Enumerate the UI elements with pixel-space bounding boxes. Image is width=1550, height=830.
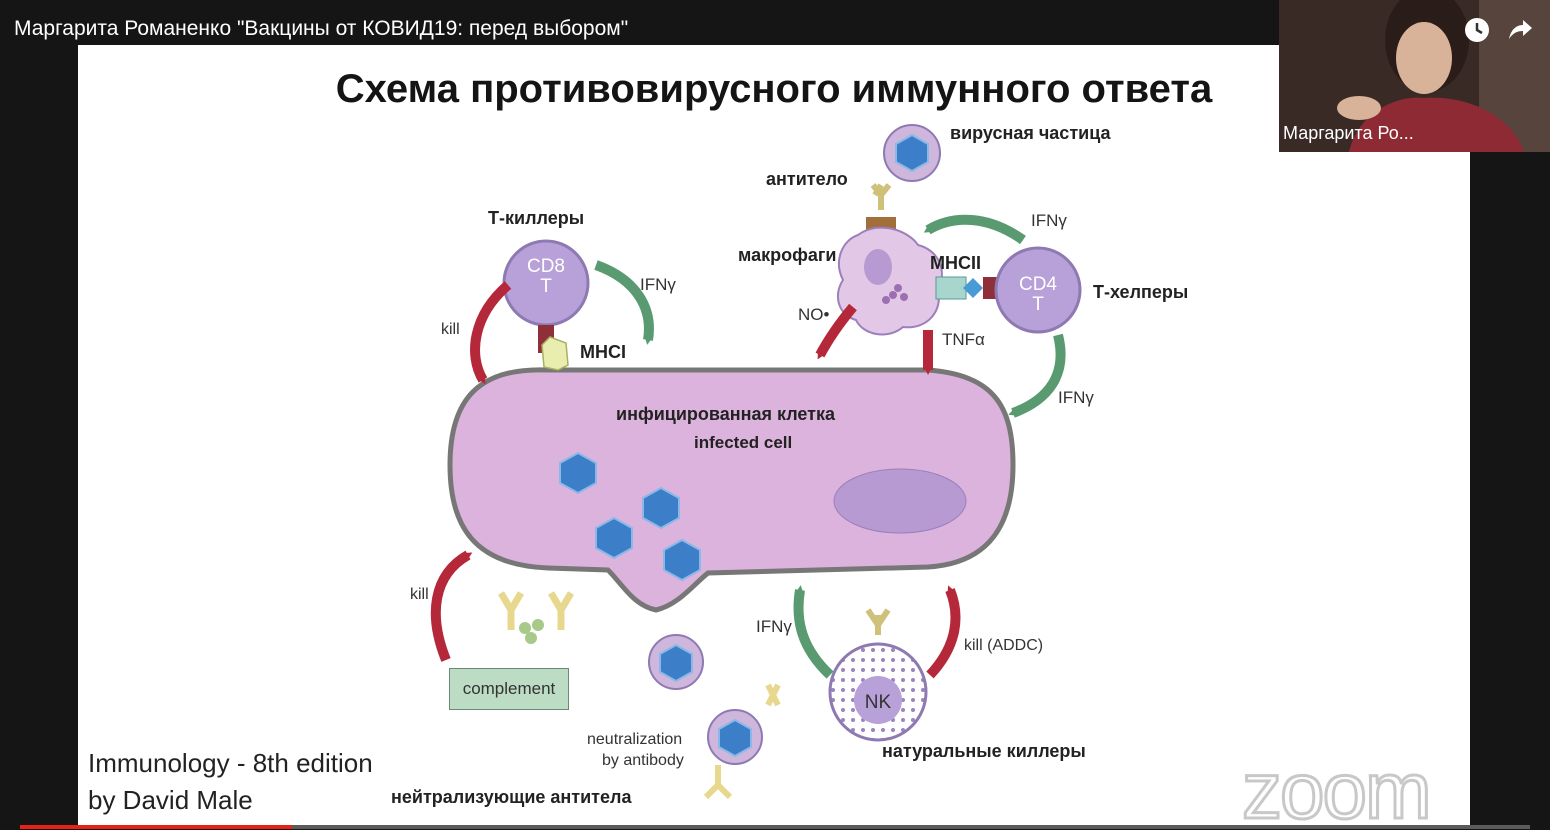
virus-inside-4 xyxy=(663,538,701,582)
label-mhci: MHCI xyxy=(580,342,626,362)
macrophage-nucleus xyxy=(864,249,892,285)
label-by-antibody: by antibody xyxy=(602,752,684,769)
source-line-2: by David Male xyxy=(88,785,253,815)
label-mhcii: MHCII xyxy=(930,253,981,273)
label-ifng-left: IFNγ xyxy=(640,275,676,294)
kill-arrow-complement xyxy=(430,550,473,662)
label-t-helpers: Т-хелперы xyxy=(1093,282,1189,302)
label-infected-cell-ru: инфицированная клетка xyxy=(616,404,836,424)
antibody-neutralizing-2 xyxy=(703,765,733,800)
label-natural-killers: натуральные киллеры xyxy=(882,741,1086,761)
label-kill-left: kill xyxy=(441,321,460,338)
complement-box: complement xyxy=(449,668,569,710)
kill-arrow-nk xyxy=(926,585,961,679)
share-arrow-icon[interactable] xyxy=(1503,14,1535,46)
virus-free-2 xyxy=(707,709,763,765)
antigen-peptide xyxy=(963,278,983,298)
label-neutralization: neutralization xyxy=(587,731,683,748)
antibody-neutralizing-1 xyxy=(765,683,781,707)
complement-proteins xyxy=(519,619,544,644)
mhcii-molecule xyxy=(935,276,967,300)
ifng-arrow-cd4-mac xyxy=(923,214,1026,245)
no-arrow xyxy=(815,303,857,360)
ifng-arrow-cd8 xyxy=(594,260,654,345)
cd4-t-cell xyxy=(994,246,1082,334)
label-virus-particle: вирусная частица xyxy=(950,123,1111,143)
zoom-watermark: zoom xyxy=(1241,745,1434,826)
kill-arrow-cd8 xyxy=(470,281,512,385)
cell-nucleus xyxy=(833,468,967,534)
video-progress-bar[interactable] xyxy=(20,825,1530,829)
label-ifng-right: IFNγ xyxy=(1058,388,1094,407)
label-kill-bottom: kill xyxy=(410,586,429,603)
label-ifng-bottom: IFNγ xyxy=(756,617,792,636)
label-tnfa: TNFα xyxy=(942,330,985,349)
immune-response-diagram xyxy=(430,124,1082,800)
participant-video[interactable]: Маргарита Ро... xyxy=(1279,0,1550,152)
nk-label: NK xyxy=(864,692,892,713)
infected-cell xyxy=(447,367,1016,613)
antibody-top xyxy=(870,183,892,210)
label-ifng-top-right: IFNγ xyxy=(1031,211,1067,230)
mhci-molecule xyxy=(541,336,569,371)
macrophage xyxy=(836,226,943,336)
participant-name: Маргарита Ро... xyxy=(1283,123,1414,143)
antibody-cell-2 xyxy=(547,591,575,630)
clock-icon[interactable] xyxy=(1461,14,1493,46)
ifng-arrow-nk xyxy=(793,585,834,679)
progress-fill xyxy=(20,825,292,829)
antibody-cell-1 xyxy=(497,591,525,630)
antibody-nk xyxy=(865,608,891,635)
participant-silhouette xyxy=(1279,0,1550,152)
label-no: NO• xyxy=(798,305,830,324)
virus-particle-top xyxy=(883,124,941,182)
source-line-1: Immunology - 8th edition xyxy=(88,748,373,778)
virus-inside-1 xyxy=(559,451,597,495)
virus-inside-2 xyxy=(642,486,680,530)
virus-inside-3 xyxy=(595,516,633,560)
ifng-arrow-cd4-cell xyxy=(1008,333,1066,418)
video-title: Маргарита Романенко "Вакцины от КОВИД19:… xyxy=(14,17,629,40)
label-macrophages: макрофаги xyxy=(738,245,837,265)
slide-title: Схема противовирусного иммунного ответа xyxy=(335,67,1213,111)
label-t-killers: Т-киллеры xyxy=(488,208,585,228)
label-kill-addc: kill (ADDC) xyxy=(964,637,1044,654)
presentation-slide: Схема противовирусного иммунного ответа xyxy=(78,45,1470,825)
label-infected-cell-en: infected cell xyxy=(694,433,793,452)
label-antibody: антитело xyxy=(766,169,848,189)
virus-free-1 xyxy=(648,634,704,690)
label-neutralizing-antibodies: нейтрализующие антитела xyxy=(391,787,632,807)
